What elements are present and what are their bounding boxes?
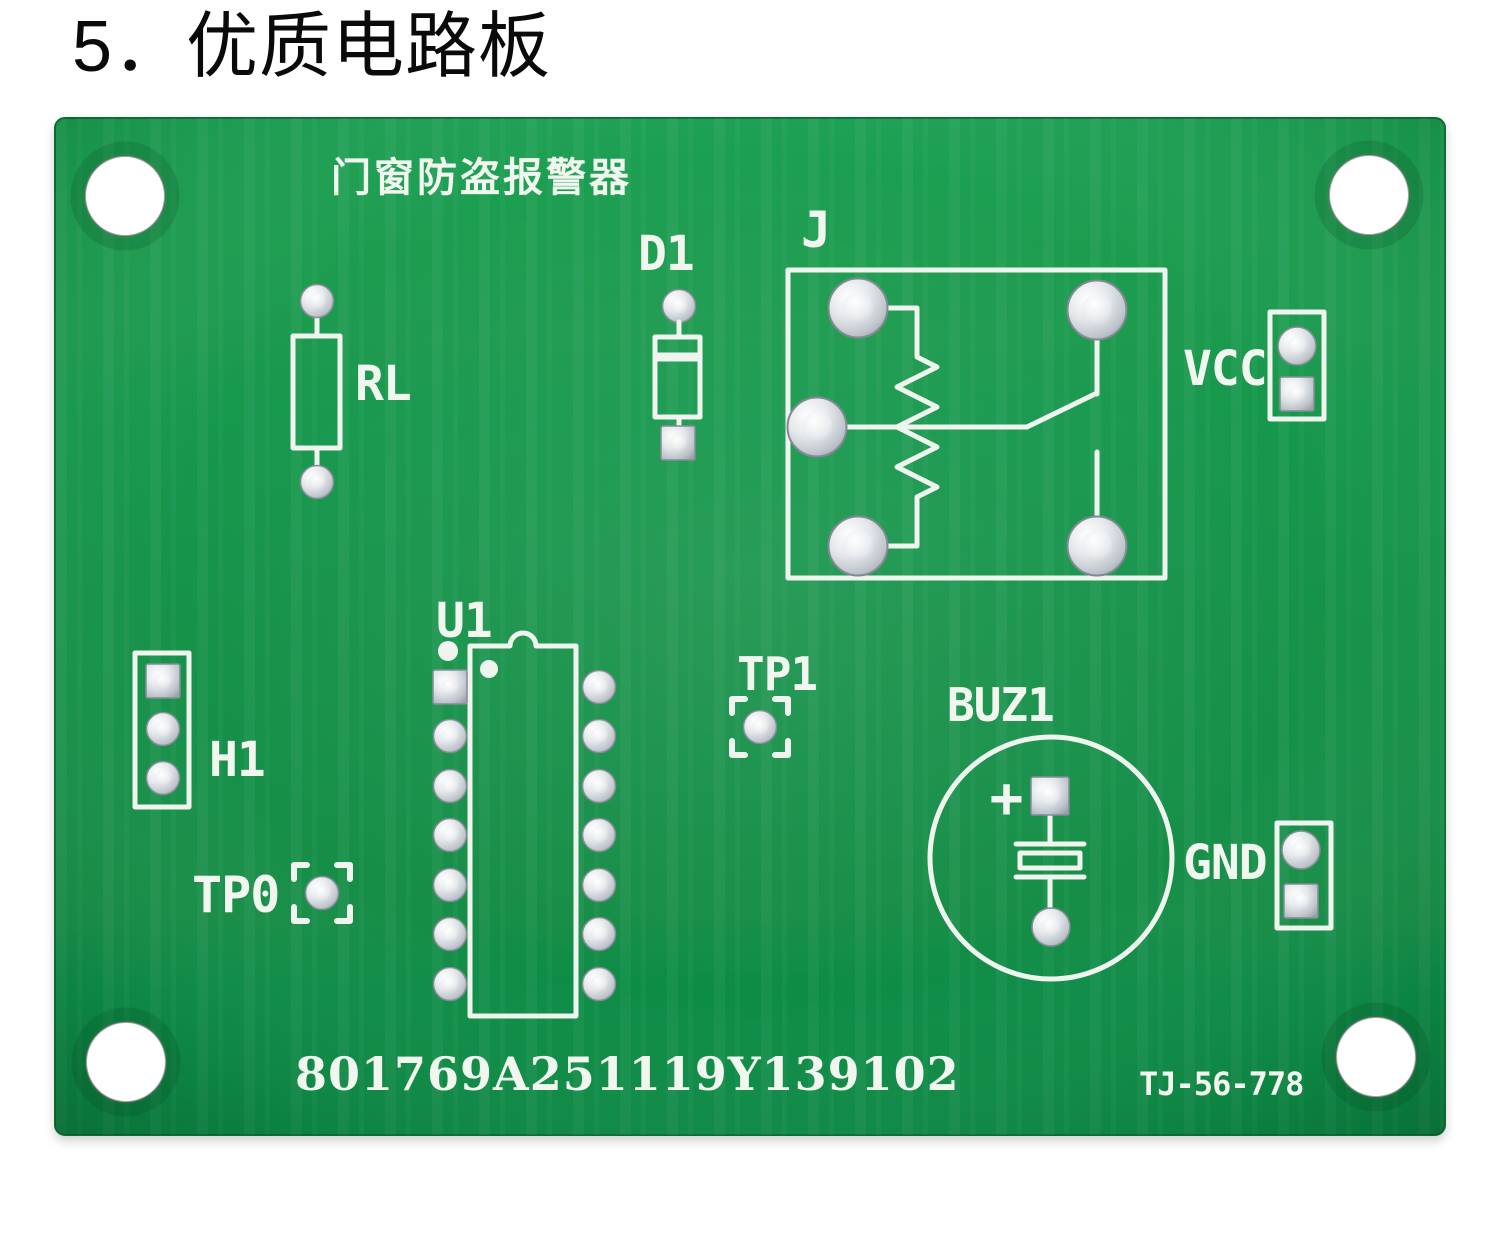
u1-outline	[467, 630, 579, 1019]
mount-hole-top-right	[1321, 147, 1417, 243]
j-pad-common	[1066, 279, 1128, 341]
tp0-brackets	[291, 862, 353, 924]
component-tp0: TP0	[192, 862, 353, 924]
u1-pad	[581, 867, 617, 903]
buz1-label: BUZ1	[947, 678, 1054, 732]
j-switch-symbol	[814, 307, 1100, 549]
rl-pad-bottom	[299, 464, 335, 500]
d1-label: D1	[638, 226, 694, 282]
j-pad-no	[1066, 515, 1128, 577]
d1-pad-bottom	[660, 425, 696, 461]
component-gnd: GND	[1183, 820, 1334, 931]
buz1-element-rect	[1017, 850, 1083, 871]
tp0-pad	[304, 875, 340, 911]
gnd-pad-top	[1281, 830, 1321, 870]
u1-pad	[581, 916, 617, 952]
buz1-outline	[927, 734, 1175, 982]
h1-pad-pin1	[145, 663, 181, 699]
mount-hole-bottom-left	[78, 1014, 174, 1110]
component-tp1: TP1	[729, 647, 818, 758]
component-rl: RL	[290, 283, 412, 500]
u1-pad	[432, 768, 468, 804]
u1-label: U1	[436, 593, 492, 649]
u1-pad	[432, 867, 468, 903]
serial-number: 801769A251119Y139102	[295, 1047, 960, 1101]
mount-hole-bottom-right	[1328, 1009, 1424, 1105]
u1-pin1-dot-outer	[438, 641, 458, 661]
component-buz1: BUZ1 +	[927, 678, 1175, 982]
u1-pin1-dot-inner	[480, 660, 498, 678]
u1-pad	[581, 966, 617, 1002]
buz1-pad-positive	[1030, 776, 1070, 816]
j-label: J	[801, 201, 830, 259]
pcb-lighting	[55, 118, 1445, 1135]
board-title-silkscreen: 门窗防盗报警器	[331, 156, 632, 200]
h1-pad	[145, 760, 181, 796]
page-title: 5．优质电路板	[72, 7, 552, 87]
vcc-pad-top	[1277, 326, 1317, 366]
tp1-label: TP1	[737, 647, 817, 701]
component-u1: U1	[432, 593, 617, 1019]
gnd-pad-bottom	[1283, 883, 1319, 919]
tp0-label: TP0	[192, 866, 279, 924]
rl-label: RL	[355, 356, 411, 412]
u1-pad	[432, 718, 468, 754]
gnd-label: GND	[1183, 835, 1267, 891]
tp1-pad	[742, 709, 778, 745]
buz1-element-symbol	[1013, 813, 1087, 911]
u1-pad	[581, 718, 617, 754]
h1-label: H1	[209, 732, 265, 788]
tp1-brackets	[729, 696, 791, 758]
pcb-board: 门窗防盗报警器 RL D1 J	[54, 117, 1446, 1136]
rl-pad-top	[299, 283, 335, 319]
j-pad-coil-bottom	[827, 515, 889, 577]
h1-pad	[145, 711, 181, 747]
d1-pad-top	[661, 288, 697, 324]
u1-pad	[432, 916, 468, 952]
vcc-label: VCC	[1183, 341, 1267, 397]
u1-pad	[432, 817, 468, 853]
u1-pad-pin1	[432, 669, 468, 705]
vcc-pad-bottom	[1279, 376, 1315, 412]
buz1-plus-mark: +	[990, 766, 1023, 831]
component-j-relay: J	[785, 201, 1168, 581]
component-d1: D1	[638, 226, 703, 461]
mount-hole-top-left	[77, 148, 173, 244]
u1-pad	[432, 966, 468, 1002]
j-pad-coil-mid	[786, 396, 848, 458]
j-pad-coil-top	[827, 277, 889, 339]
u1-pad	[581, 768, 617, 804]
buz1-pad-negative	[1031, 907, 1071, 947]
component-h1: H1	[132, 650, 266, 810]
model-number: TJ-56-778	[1139, 1065, 1303, 1103]
u1-pad	[581, 669, 617, 705]
u1-pad	[581, 817, 617, 853]
component-vcc: VCC	[1183, 309, 1327, 422]
